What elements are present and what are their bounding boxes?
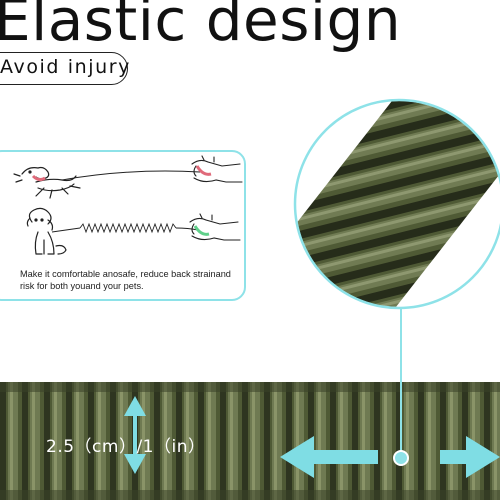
page-title: Elastic design: [0, 0, 402, 54]
relief-mark: [193, 225, 210, 236]
size-label: 2.5（cm）/1（in）: [46, 437, 206, 457]
panel-caption: Make it comfortable anosafe, reduce back…: [20, 268, 246, 292]
sitting-dog-icon: [26, 207, 67, 255]
hand-icon: [189, 213, 241, 241]
elastic-spring-icon: [79, 222, 177, 234]
subtitle-text: Avoid injury: [0, 56, 132, 78]
pulling-dog-icon: [13, 166, 81, 199]
caption-line-1: Make it comfortable anosafe, reduce back…: [20, 269, 231, 279]
pain-mark: [195, 165, 212, 176]
caption-line-2: risk for both youand your pets.: [20, 281, 144, 291]
pain-mark: [31, 174, 46, 182]
hand-icon: [191, 155, 243, 183]
taut-leash: [61, 170, 201, 181]
subtitle-pill: [0, 52, 128, 85]
slack-leash: [51, 227, 81, 233]
